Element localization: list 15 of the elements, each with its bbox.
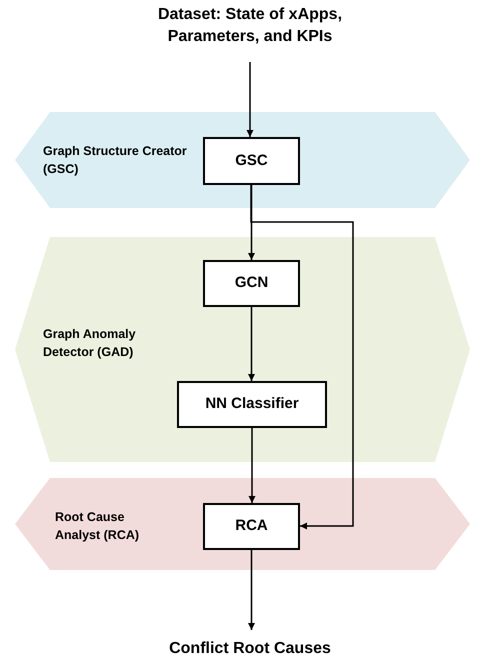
- band-label: Graph Anomaly Detector (GAD): [43, 326, 137, 361]
- arrow: [246, 62, 254, 137]
- arrow: [248, 550, 255, 630]
- process-box: NN Classifier: [177, 381, 327, 428]
- arrow: [248, 428, 256, 503]
- arrow: [248, 185, 255, 260]
- flow-text: Conflict Root Causes: [150, 638, 350, 660]
- arrow: [248, 307, 255, 381]
- process-box: RCA: [203, 503, 300, 550]
- process-box: GCN: [203, 260, 300, 307]
- band-label: Root Cause Analyst (RCA): [55, 509, 140, 544]
- arrow: [250, 185, 354, 530]
- band-label: Graph Structure Creator (GSC): [43, 143, 188, 178]
- flow-text: Dataset: State of xApps, Parameters, and KPIs: [110, 4, 390, 48]
- process-box: GSC: [203, 137, 300, 185]
